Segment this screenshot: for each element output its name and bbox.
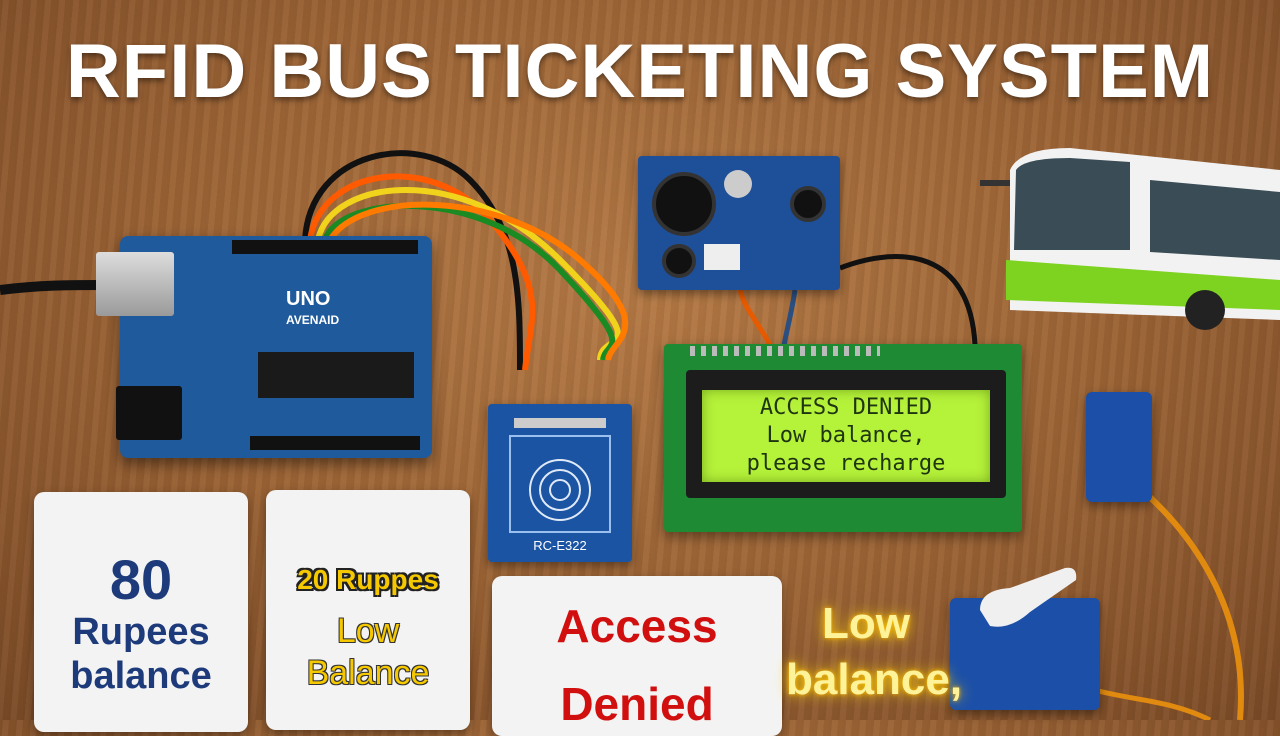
rfid-reader-module bbox=[488, 404, 632, 562]
power-jack bbox=[116, 386, 182, 440]
card-80-amount: 80 bbox=[109, 548, 173, 611]
servo-motor-upper bbox=[1086, 392, 1152, 502]
lcd-line-3: please recharge bbox=[746, 451, 946, 476]
switch-icon bbox=[704, 244, 740, 270]
card-80-line2: balance bbox=[70, 655, 212, 697]
lcd-screen: ACCESS DENIED Low balance, please rechar… bbox=[702, 390, 990, 482]
header-pins-bottom bbox=[250, 436, 420, 450]
lcd-pins bbox=[690, 346, 880, 356]
card-20-line1: Low bbox=[336, 612, 400, 650]
servo-horn-icon bbox=[980, 567, 1077, 627]
rfid-module-label: RC-E322 bbox=[533, 538, 587, 553]
card-access-denied: Access Denied bbox=[492, 576, 782, 736]
header-pins-top bbox=[232, 240, 418, 254]
lcd-line-2: Low balance, bbox=[766, 423, 926, 448]
bus-icon bbox=[980, 148, 1280, 330]
microcontroller-chip bbox=[258, 352, 414, 398]
potentiometer-icon bbox=[724, 170, 752, 198]
arduino-logo: UNO bbox=[286, 288, 331, 310]
glow-message: Low balance, bbox=[786, 596, 963, 708]
card-20-rupees: 20 Ruppes Low Balance bbox=[266, 490, 470, 730]
servo-motor-lower bbox=[950, 598, 1100, 710]
glow-line1: Low bbox=[822, 599, 910, 648]
card-denied-line1: Access bbox=[556, 600, 718, 652]
card-denied-line2: Denied bbox=[560, 678, 714, 730]
card-80-rupees: 80 Rupees balance bbox=[34, 492, 248, 732]
wires bbox=[0, 150, 1244, 720]
card-20-line2: Balance bbox=[306, 654, 430, 692]
buzzer-icon bbox=[652, 172, 716, 236]
glow-line2: balance, bbox=[786, 655, 963, 704]
arduino-brand: AVENAID bbox=[286, 313, 340, 327]
sensor-small-icon bbox=[662, 244, 696, 278]
card-20-amount: 20 Ruppes bbox=[297, 564, 439, 595]
card-80-line1: Rupees bbox=[72, 611, 210, 653]
rfid-antenna-icon bbox=[509, 418, 611, 533]
page-title: RFID BUS TICKETING SYSTEM bbox=[65, 29, 1215, 114]
usb-port bbox=[96, 252, 174, 316]
sensor-round-icon bbox=[790, 186, 826, 222]
lcd-line-1: ACCESS DENIED bbox=[759, 395, 933, 420]
